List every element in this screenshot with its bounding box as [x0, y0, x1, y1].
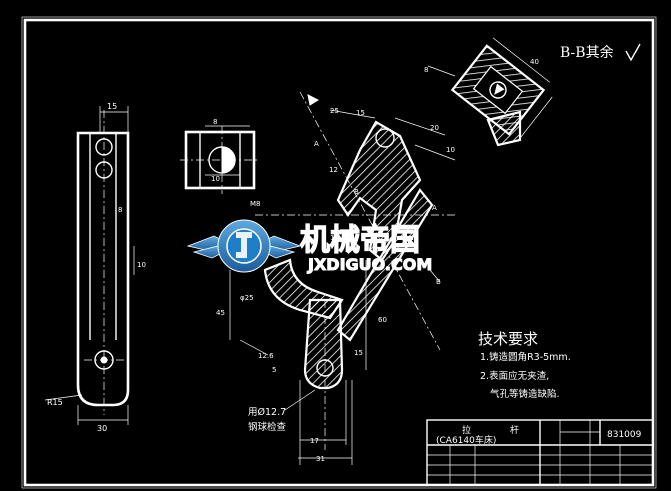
section-mark-b2: B	[436, 278, 441, 286]
dim-box-bottom: 10	[211, 175, 220, 183]
dim-45: 45	[216, 309, 225, 317]
dim-m8: M8	[250, 200, 261, 208]
dim-box-top: 8	[213, 118, 217, 126]
dim-left-mid: 8	[118, 206, 122, 214]
outer-border	[21, 16, 657, 489]
title-drawing-no: 831009	[607, 430, 642, 440]
small-side-view	[180, 125, 260, 194]
dim-12: 12	[329, 166, 338, 174]
dim-left-side: 10	[137, 261, 146, 269]
dim-10b: 10	[330, 234, 339, 242]
section-label: B-B其余	[560, 44, 614, 61]
drill-note-line1: 用Ø12.7	[248, 407, 286, 418]
tech-req-item-3: 气孔等铸造缺陷.	[490, 388, 560, 400]
inset-b-b-view	[427, 37, 553, 147]
dim-10: 10	[446, 146, 455, 154]
drill-note-line2: 钢球检查	[248, 421, 287, 433]
dim-left-radius: R15	[47, 398, 63, 407]
dim-5: 5	[272, 366, 276, 374]
left-elevation-view	[44, 106, 135, 425]
title-part-name-a: 拉	[462, 424, 471, 436]
watermark-cn: 机械帝国	[300, 223, 420, 258]
tech-req-title: 技术要求	[478, 330, 538, 348]
title-model: (CA6140车床)	[436, 434, 496, 446]
dim-15b: 15	[354, 349, 363, 357]
dim-12-6: 12.6	[258, 352, 274, 360]
drawing-border	[23, 18, 655, 487]
title-block	[426, 419, 654, 486]
section-mark-a1: A	[314, 140, 319, 148]
dim-17: 17	[310, 437, 319, 445]
roughness-symbol	[625, 43, 641, 62]
dim-phi25: φ25	[240, 294, 254, 302]
dim-60: 60	[378, 316, 387, 324]
watermark-en: JXDIGUO.COM	[307, 255, 432, 274]
tech-req-item-1: 1.铸造圆角R3-5mm.	[480, 351, 571, 363]
title-part-name-b: 杆	[510, 424, 519, 436]
dim-inset-40: 40	[530, 58, 539, 66]
dim-inset-8: 8	[424, 66, 428, 74]
dim-left-width-bottom: 30	[97, 424, 107, 433]
dim-left-width-top: 15	[107, 102, 117, 111]
watermark-logo	[186, 219, 302, 273]
dim-20: 20	[430, 124, 439, 132]
main-section-view	[229, 91, 456, 465]
dim-31: 31	[316, 455, 325, 463]
dim-15: 15	[356, 109, 365, 117]
tech-req-item-2: 2.表面应无夹渣,	[480, 370, 549, 382]
section-mark-a2: A	[432, 204, 437, 212]
dim-25: 25	[330, 107, 339, 115]
section-mark-b1: B	[354, 188, 359, 196]
